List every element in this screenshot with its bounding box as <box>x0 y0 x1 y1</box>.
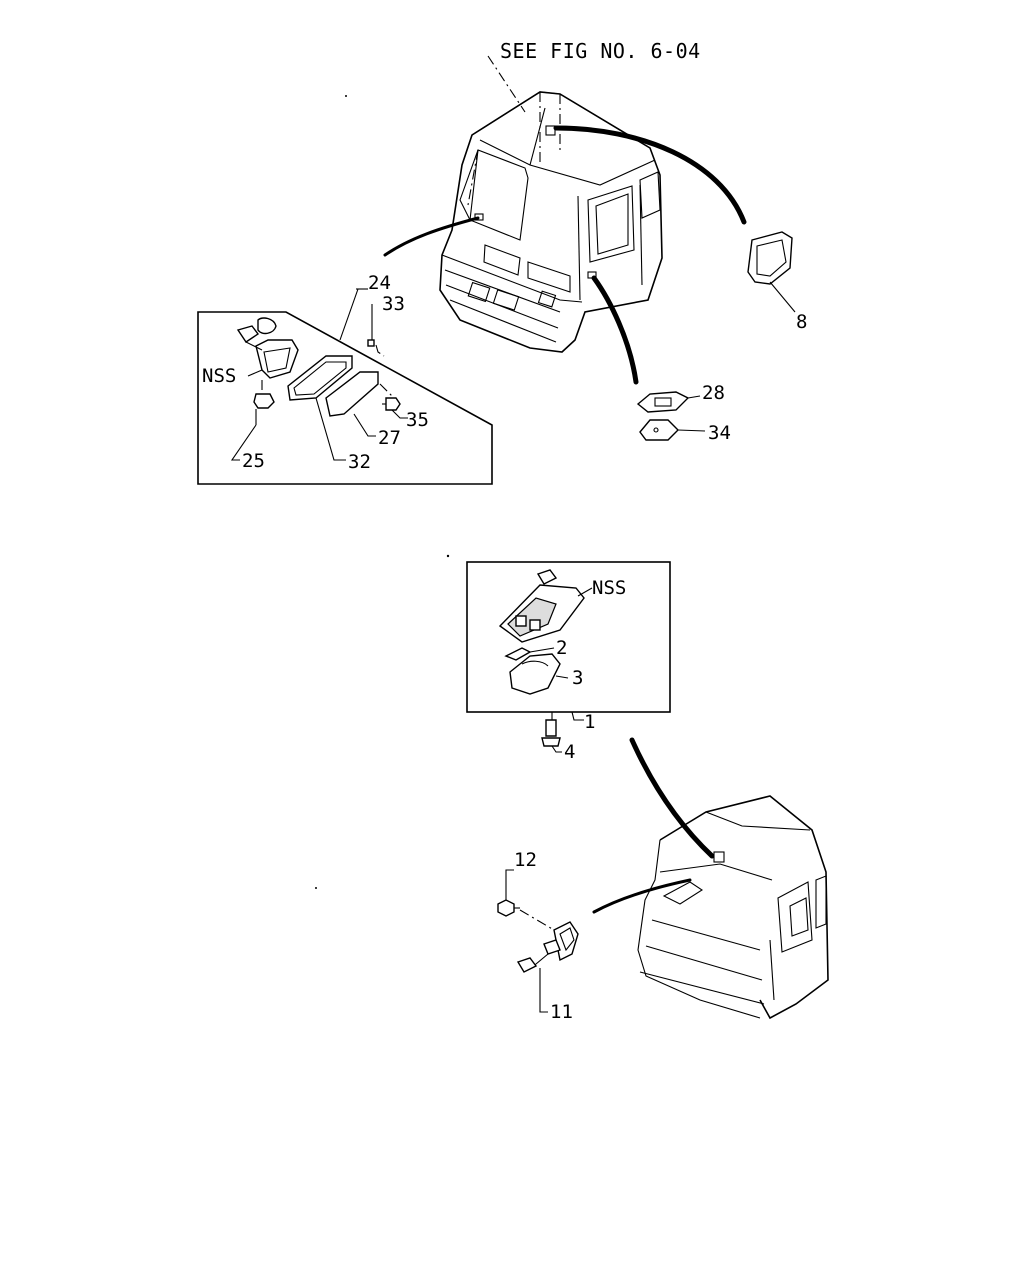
lamp-assembly-box-24 <box>197 288 493 485</box>
callout-4: 4 <box>564 741 575 763</box>
part-34-lamp-bracket <box>639 419 706 441</box>
harness-cab-to-part-11 <box>592 878 692 914</box>
callout-34: 34 <box>708 422 731 444</box>
callout-32: 32 <box>348 451 371 473</box>
harness-side-marker-left <box>383 216 480 257</box>
part-11-side-lamp <box>516 921 579 1013</box>
callout-33: 33 <box>382 293 405 315</box>
callout-11: 11 <box>550 1001 573 1023</box>
cab-illustration-top <box>439 55 663 353</box>
callout-8: 8 <box>796 311 807 333</box>
callout-12: 12 <box>514 849 537 871</box>
interior-lamp-box-1 <box>466 561 671 753</box>
part-28-gasket <box>636 391 701 413</box>
callout-35: 35 <box>406 409 429 431</box>
callout-28: 28 <box>702 382 725 404</box>
callout-25: 25 <box>242 450 265 472</box>
callout-3: 3 <box>572 667 583 689</box>
callout-27: 27 <box>378 427 401 449</box>
callout-2: 2 <box>556 637 567 659</box>
harness-interior-to-cab <box>629 737 715 859</box>
part-8-cover <box>747 231 796 313</box>
callout-nss-mid: NSS <box>592 577 626 599</box>
see-fig-reference: SEE FIG NO. 6-04 <box>500 39 701 63</box>
harness-side-to-part-28 <box>591 275 639 385</box>
callout-nss-top: NSS <box>202 365 236 387</box>
part-12-screw <box>497 869 555 931</box>
callout-1: 1 <box>584 711 595 733</box>
harness-roof-to-part-8 <box>553 125 747 225</box>
callout-24: 24 <box>368 272 391 294</box>
cab-illustration-bottom <box>637 795 829 1020</box>
